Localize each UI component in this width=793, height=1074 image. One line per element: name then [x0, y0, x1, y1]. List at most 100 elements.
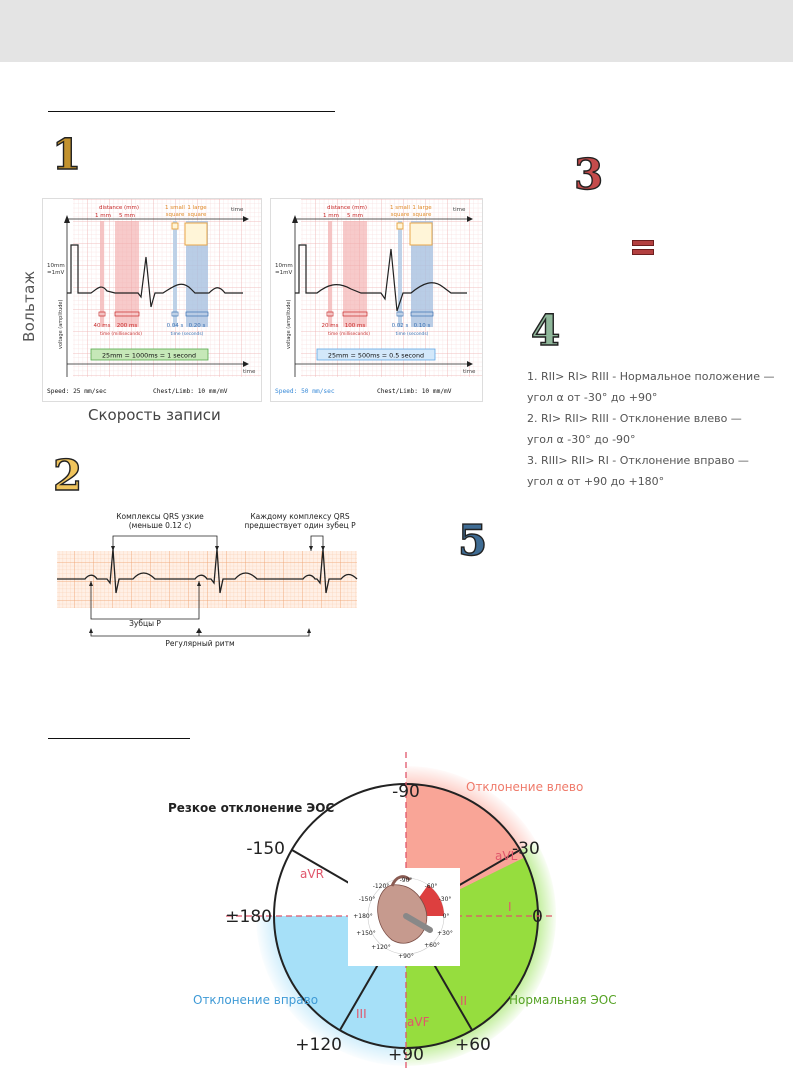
svg-text:time: time	[243, 369, 256, 375]
svg-text:time (milliseconds): time (milliseconds)	[100, 331, 142, 337]
list-item: угол α от +90 до +180°	[527, 475, 665, 488]
svg-text:Chest/Limb: 10 mm/mV: Chest/Limb: 10 mm/mV	[377, 388, 452, 395]
left-deviation-label: Отклонение влево	[466, 780, 583, 794]
svg-text:0.02 s: 0.02 s	[392, 323, 409, 329]
svg-text:-30°: -30°	[439, 896, 452, 903]
normal-eos-label: Нормальная ЭОС	[509, 993, 617, 1007]
angle-p60: +60	[455, 1035, 491, 1055]
mv-label: 10mm	[47, 263, 65, 269]
svg-text:time: time	[463, 369, 476, 375]
rhythm-strip: Комплексы QRS узкие (меньше 0.12 с) Кажд…	[55, 505, 365, 655]
svg-text:0.10 s: 0.10 s	[414, 323, 431, 329]
svg-text:time (seconds): time (seconds)	[396, 331, 429, 337]
svg-text:5 mm: 5 mm	[347, 213, 363, 219]
section-number-4: 4	[530, 306, 561, 355]
list-item: угол α -30° до -90°	[527, 433, 636, 446]
lead-avl: aVL	[495, 849, 518, 863]
ecg-trace	[67, 244, 243, 308]
angle-p120: +120	[295, 1035, 342, 1055]
svg-text:square: square	[166, 212, 185, 218]
chest-label: Chest/Limb: 10 mm/mV	[153, 388, 228, 395]
svg-text:+90°: +90°	[398, 953, 414, 960]
angle-zero: 0	[532, 907, 543, 927]
lead-i: I	[508, 900, 512, 914]
svg-text:-150°: -150°	[359, 896, 376, 903]
ecg-speed-panel-25: distance (mm) 1 mm 5 mm 1 small square 1…	[42, 198, 262, 402]
distance-label: distance (mm)	[99, 205, 139, 211]
equals-sign	[632, 240, 654, 255]
svg-text:-90°: -90°	[400, 877, 413, 884]
svg-text:(меньше 0.12 с): (меньше 0.12 с)	[129, 521, 192, 530]
svg-text:=1mV: =1mV	[275, 270, 292, 276]
axis-criteria-list: 1. RII> RI> RIII - Нормальное положение …	[527, 366, 775, 492]
mm1-label: 1 mm	[95, 213, 111, 219]
list-item: угол α от -30° до +90°	[527, 391, 658, 404]
time-axis-label: time	[231, 207, 244, 213]
svg-text:20 ms: 20 ms	[322, 323, 339, 329]
speed-caption: Скорость записи	[88, 406, 221, 424]
each-qrs-label: Каждому комплексу QRS	[250, 512, 350, 521]
svg-text:square: square	[391, 212, 410, 218]
svg-text:0.20 s: 0.20 s	[189, 323, 206, 329]
svg-text:time (seconds): time (seconds)	[171, 331, 204, 337]
angle-p180: ±180	[225, 907, 272, 927]
svg-text:предшествует один зубец P: предшествует один зубец P	[244, 521, 356, 530]
large-square-label: 1 large	[187, 205, 207, 211]
lead-avr: aVR	[300, 867, 324, 881]
right-deviation-label: Отклонение вправо	[193, 993, 318, 1007]
p-waves-label: Зубцы P	[129, 619, 161, 628]
section-number-1: 1	[51, 130, 82, 179]
heart-inset: -90° -120° -60° -150° -30° +180° 0° +150…	[348, 868, 460, 966]
svg-text:+150°: +150°	[356, 930, 375, 937]
heart-icon	[377, 884, 428, 944]
list-item: 1. RII> RI> RIII - Нормальное положение …	[527, 370, 775, 383]
heading-underline-2	[48, 738, 190, 739]
regular-rhythm-label: Регулярный ритм	[165, 639, 234, 648]
angle-p90: +90	[388, 1045, 424, 1065]
ecg-speed-panel-50: distance (mm) 1 mm 5 mm 1 small square 1…	[270, 198, 483, 402]
svg-text:1 mm: 1 mm	[323, 213, 339, 219]
svg-text:0°: 0°	[443, 913, 450, 920]
svg-text:40 ms: 40 ms	[94, 323, 111, 329]
y-axis-label: voltage (amplitude)	[58, 300, 64, 349]
svg-text:25mm = 500ms = 0.5 second: 25mm = 500ms = 0.5 second	[328, 352, 424, 360]
sharp-deviation-label: Резкое отклонение ЭОС	[168, 801, 334, 815]
svg-text:square: square	[413, 212, 432, 218]
svg-text:200 ms: 200 ms	[117, 323, 138, 329]
list-item: 3. RIII> RII> RI - Отклонение вправо —	[527, 454, 749, 467]
heading-underline-1	[48, 111, 335, 112]
speed-label: Speed: 25 mm/sec	[47, 388, 107, 395]
svg-text:Speed: 50 mm/sec: Speed: 50 mm/sec	[275, 388, 335, 395]
svg-text:+180°: +180°	[353, 913, 372, 920]
svg-text:+60°: +60°	[424, 942, 440, 949]
svg-text:-60°: -60°	[425, 883, 438, 890]
qrs-narrow-label: Комплексы QRS узкие	[116, 512, 204, 521]
svg-text:100 ms: 100 ms	[345, 323, 366, 329]
svg-text:+30°: +30°	[437, 930, 453, 937]
top-banner	[0, 0, 793, 62]
lead-avf: aVF	[407, 1015, 430, 1029]
svg-text:=1mV: =1mV	[47, 270, 64, 276]
lead-ii: II	[460, 994, 467, 1008]
svg-text:square: square	[188, 212, 207, 218]
section-number-3: 3	[573, 150, 604, 199]
svg-text:0.04 s: 0.04 s	[167, 323, 184, 329]
angle-m30: -30	[512, 839, 540, 859]
scale-label: 25mm = 1000ms = 1 second	[102, 352, 196, 360]
svg-text:1 large: 1 large	[412, 205, 432, 211]
svg-text:-120°: -120°	[373, 883, 390, 890]
svg-text:time (milliseconds): time (milliseconds)	[328, 331, 370, 337]
lead-iii: III	[356, 1007, 367, 1021]
eos-diagram: -90 -150 -30 ±180 0 +120 +90 +60 aVL aVR…	[160, 748, 620, 1070]
section-number-2: 2	[52, 451, 83, 500]
mm5-label: 5 mm	[119, 213, 135, 219]
svg-text:10mm: 10mm	[275, 263, 293, 269]
section-number-5: 5	[457, 516, 488, 565]
small-square-label: 1 small	[165, 205, 185, 211]
voltage-label: Вольтаж	[20, 270, 38, 342]
ecg-trace	[295, 244, 467, 312]
list-item: 2. RI> RII> RIII - Отклонение влево —	[527, 412, 742, 425]
angle-m90: -90	[392, 782, 420, 802]
svg-text:distance (mm): distance (mm)	[327, 205, 367, 211]
angle-m150: -150	[246, 839, 285, 859]
